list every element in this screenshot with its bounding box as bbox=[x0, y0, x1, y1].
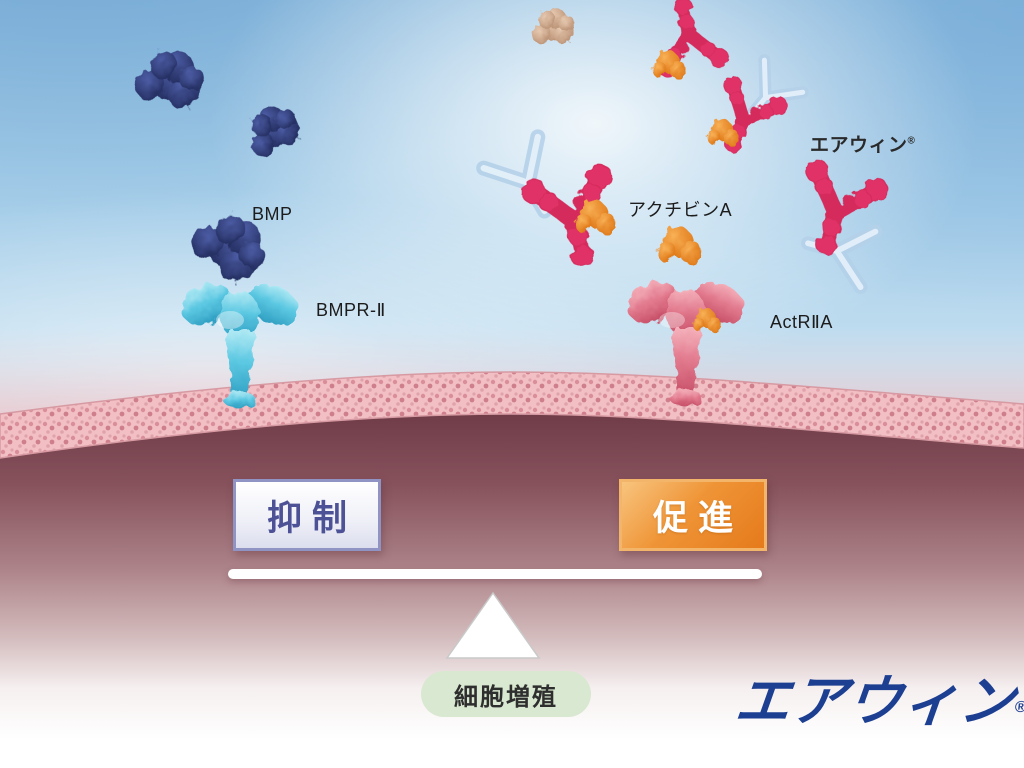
airwin-logo-text: エアウィン bbox=[732, 670, 1019, 732]
airwin-annotation-reg: ® bbox=[907, 135, 916, 147]
tan-molecule bbox=[532, 9, 574, 44]
airwin-annotation-text: エアウィン bbox=[810, 135, 908, 156]
airwin-logo: エアウィン® bbox=[732, 656, 1024, 736]
actr2a-label: ActRⅡA bbox=[770, 312, 833, 332]
bmpr2-label: BMPR-Ⅱ bbox=[316, 300, 386, 320]
bmp-molecules bbox=[131, 43, 305, 291]
bmp-label: BMP bbox=[252, 204, 293, 224]
inhibit-box: 抑制 bbox=[233, 479, 381, 551]
actr2a-receptor bbox=[621, 274, 751, 406]
bmpr2-receptor bbox=[175, 276, 305, 408]
airwin-annotation: エアウィン® bbox=[810, 130, 915, 157]
activin-a-label: アクチビンA bbox=[628, 200, 733, 220]
airwin-logo-reg: ® bbox=[1013, 699, 1024, 716]
seesaw-bar bbox=[228, 569, 762, 579]
activin-a-molecule bbox=[657, 227, 702, 263]
seesaw-fulcrum bbox=[445, 591, 541, 659]
cell-membrane bbox=[0, 371, 1024, 459]
promote-box: 促進 bbox=[619, 479, 767, 551]
cell-proliferation-pill: 細胞増殖 bbox=[421, 671, 591, 717]
